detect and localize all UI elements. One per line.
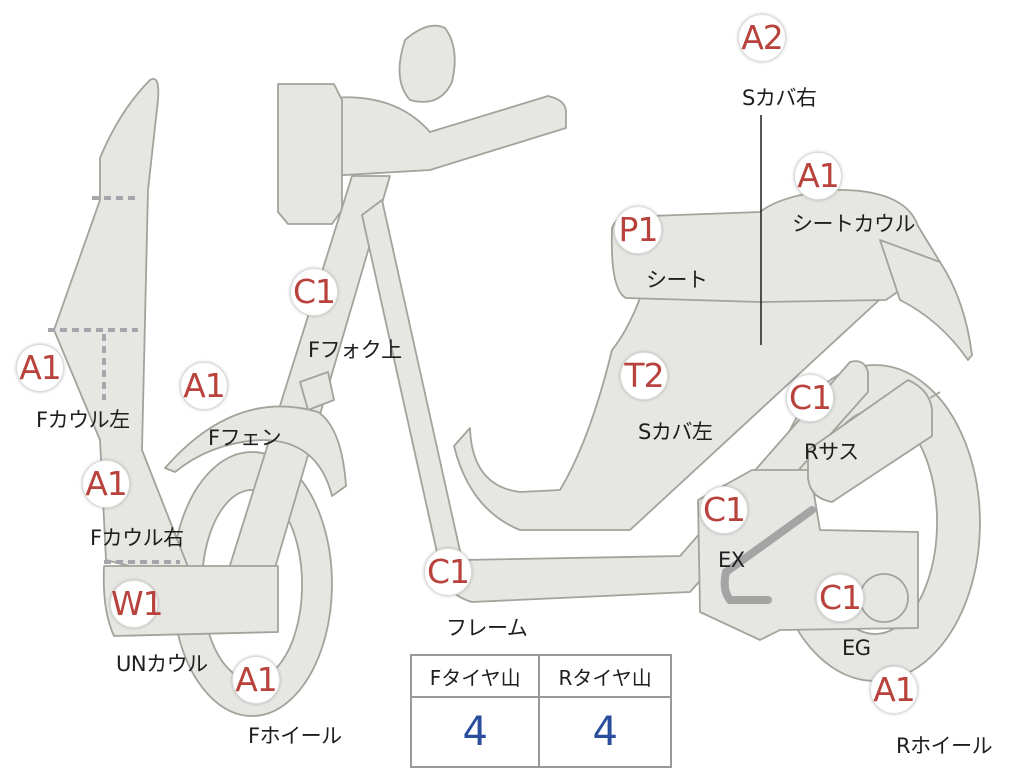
seat-cowl-shape bbox=[879, 239, 973, 361]
f-fork-upper-label: Fフォク上 bbox=[308, 338, 402, 362]
rear-suspension-shape bbox=[807, 379, 933, 503]
front-tire-value: 4 bbox=[409, 696, 541, 768]
seat-cowl-code: A1 bbox=[794, 152, 842, 200]
r-wheel-code: A1 bbox=[870, 666, 918, 714]
exhaust-shape bbox=[720, 506, 816, 604]
exhaust-code: C1 bbox=[700, 486, 748, 534]
exhaust-label: EX bbox=[718, 548, 745, 572]
front-tire-header: Fタイヤ山 bbox=[409, 654, 541, 698]
f-cowl-left-label: Fカウル左 bbox=[36, 408, 130, 432]
tire-tread-table: Fタイヤ山 Rタイヤ山 4 4 bbox=[409, 654, 672, 768]
rear-tire-header: Rタイヤ山 bbox=[538, 654, 672, 698]
rear-tire-value: 4 bbox=[538, 696, 672, 768]
seat-label: シート bbox=[646, 268, 708, 292]
f-cowl-right-code: A1 bbox=[82, 460, 130, 508]
engine-label: EG bbox=[842, 636, 871, 660]
f-wheel-code: A1 bbox=[232, 656, 280, 704]
fork-brace-shape bbox=[299, 371, 335, 411]
headlight-shape bbox=[398, 24, 456, 103]
f-cowl-right-label: Fカウル右 bbox=[90, 526, 184, 550]
under-cowl-code: W1 bbox=[110, 580, 164, 628]
handle-housing-shape bbox=[277, 83, 343, 225]
side-cover-shape bbox=[453, 239, 891, 531]
frame-label: フレーム bbox=[446, 616, 528, 640]
s-cover-right-label: Sカバ右 bbox=[742, 86, 817, 110]
r-wheel-label: Rホイール bbox=[896, 734, 993, 758]
rear-axle-shape bbox=[929, 391, 941, 399]
f-fender-code: A1 bbox=[180, 362, 228, 410]
f-fork-upper-code: C1 bbox=[290, 268, 338, 316]
front-fender-shape bbox=[164, 405, 347, 497]
engine-code: C1 bbox=[816, 574, 864, 622]
s-cover-left-code: T2 bbox=[620, 352, 668, 400]
rear-hub-shape bbox=[859, 573, 909, 623]
seat-code: P1 bbox=[614, 206, 662, 254]
f-cowl-left-code: A1 bbox=[16, 344, 64, 392]
handlebar-shape bbox=[327, 95, 567, 177]
f-fender-label: Fフェン bbox=[208, 426, 282, 450]
s-cover-right-code: A2 bbox=[738, 14, 786, 62]
r-suspension-label: Rサス bbox=[804, 440, 859, 464]
under-cowl-label: UNカウル bbox=[116, 652, 208, 676]
frame-code: C1 bbox=[424, 548, 472, 596]
f-wheel-label: Fホイール bbox=[248, 724, 342, 748]
seat-cowl-label: シートカウル bbox=[792, 212, 916, 236]
r-suspension-code: C1 bbox=[786, 374, 834, 422]
s-cover-left-label: Sカバ左 bbox=[638, 420, 713, 444]
